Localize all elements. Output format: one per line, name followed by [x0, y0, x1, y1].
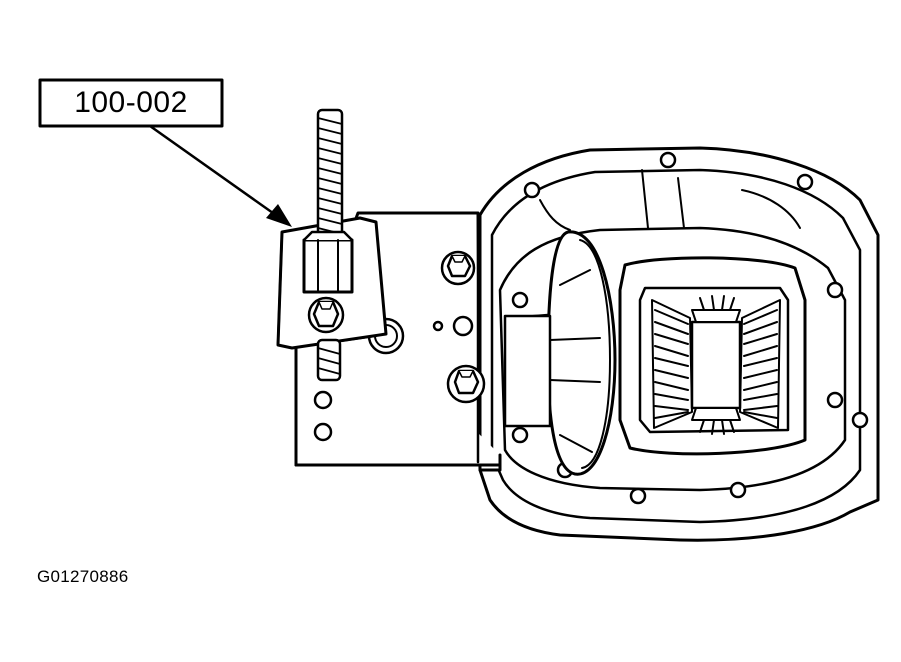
callout-box [38, 78, 224, 128]
plate-bolt-upper [440, 250, 476, 286]
figure-id: G01270886 [37, 567, 129, 586]
bracket-bolt [307, 296, 345, 334]
plate-bolt-lower [446, 364, 486, 404]
threaded-rod [316, 108, 344, 382]
ring-gear [503, 230, 617, 476]
spider-gears [651, 295, 781, 435]
callout [38, 78, 292, 227]
coupler-nut [302, 230, 354, 294]
tool-number-label: 100-002 [74, 86, 188, 119]
leader-arrowhead [266, 204, 292, 227]
leader-line [148, 124, 282, 220]
